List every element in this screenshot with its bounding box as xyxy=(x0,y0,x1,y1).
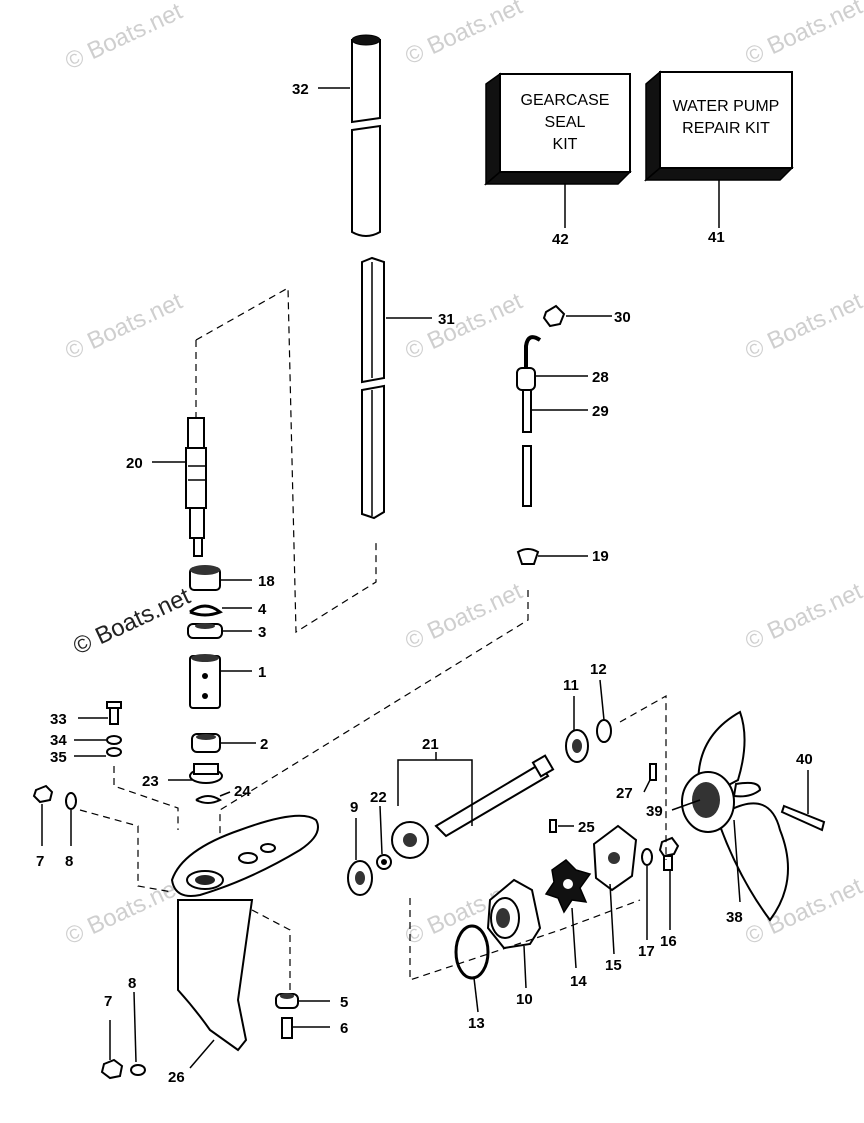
callout-21: 21 xyxy=(422,736,439,753)
callout-35: 35 xyxy=(50,749,67,766)
callout-6: 6 xyxy=(340,1020,348,1037)
watermark: © Boats.net xyxy=(401,578,527,656)
leader-lines xyxy=(41,87,809,1069)
callout-42: 42 xyxy=(552,231,569,248)
callout-29: 29 xyxy=(592,403,609,420)
waterpump-kit-line-1: WATER PUMP xyxy=(673,98,780,115)
watermark: © Boats.net xyxy=(401,0,527,70)
watermark: © Boats.net xyxy=(401,288,527,366)
part-32-tube xyxy=(351,34,381,237)
propshaft-assembly xyxy=(347,754,555,896)
callout-34: 34 xyxy=(50,732,67,749)
callout-20: 20 xyxy=(126,455,143,472)
callout-8-upper: 8 xyxy=(65,853,73,870)
part-31-driveshaft xyxy=(361,256,385,520)
callout-40: 40 xyxy=(796,751,813,768)
watermark: © Boats.net xyxy=(741,288,864,366)
callout-9: 9 xyxy=(350,799,358,816)
callout-16: 16 xyxy=(660,933,677,950)
callout-15: 15 xyxy=(605,957,622,974)
water-pump-parts xyxy=(454,819,680,980)
callout-5: 5 xyxy=(340,994,348,1011)
callout-13: 13 xyxy=(468,1015,485,1032)
watermark: © Boats.net xyxy=(61,873,187,951)
part-26-gearcase-housing xyxy=(170,814,319,1052)
small-hardware-left xyxy=(106,701,223,804)
callout-22: 22 xyxy=(370,789,387,806)
callout-11: 11 xyxy=(563,677,579,694)
callout-7-upper: 7 xyxy=(36,853,44,870)
callout-24: 24 xyxy=(234,783,251,800)
callout-33: 33 xyxy=(50,711,67,728)
bushing-stack xyxy=(187,565,223,753)
callout-31: 31 xyxy=(438,311,455,328)
callout-labels: 32 42 41 31 30 28 29 20 19 18 4 3 1 2 33… xyxy=(36,81,813,1086)
callout-17: 17 xyxy=(638,943,655,960)
callout-3: 3 xyxy=(258,624,266,641)
callout-18: 18 xyxy=(258,573,275,590)
watermark: © Boats.net xyxy=(741,0,864,70)
callout-2: 2 xyxy=(260,736,268,753)
watermark-dark: © Boats.net xyxy=(69,583,195,661)
callout-10: 10 xyxy=(516,991,533,1008)
callout-23: 23 xyxy=(142,773,159,790)
callout-4: 4 xyxy=(258,601,267,618)
dashed-guides xyxy=(79,286,667,992)
gearcase-kit-line-1: GEARCASE xyxy=(521,92,610,109)
callout-28: 28 xyxy=(592,369,609,386)
lower-hardware xyxy=(100,993,299,1080)
callout-1: 1 xyxy=(258,664,266,681)
bearing-seal-11-12 xyxy=(565,719,612,763)
part-20-shaft xyxy=(185,417,207,557)
callout-25: 25 xyxy=(578,819,595,836)
propeller xyxy=(649,710,826,922)
watermark: © Boats.net xyxy=(61,0,187,75)
callout-7-lower: 7 xyxy=(104,993,112,1010)
watermark: © Boats.net xyxy=(61,288,187,366)
callout-26: 26 xyxy=(168,1069,185,1086)
nut-washer-upper xyxy=(32,784,77,810)
callout-19: 19 xyxy=(592,548,609,565)
waterpump-kit-line-2: REPAIR KIT xyxy=(682,120,770,137)
water-tube-assembly xyxy=(516,304,566,565)
callout-39: 39 xyxy=(646,803,663,820)
callout-14: 14 xyxy=(570,973,587,990)
callout-32: 32 xyxy=(292,81,309,98)
callout-30: 30 xyxy=(614,309,631,326)
gearcase-kit-line-2: SEAL xyxy=(545,114,586,131)
callout-8-lower: 8 xyxy=(128,975,136,992)
callout-41: 41 xyxy=(708,229,725,246)
callout-38: 38 xyxy=(726,909,743,926)
callout-27: 27 xyxy=(616,785,633,802)
watermark: © Boats.net xyxy=(741,578,864,656)
gearcase-seal-kit-box: GEARCASE SEAL KIT xyxy=(483,72,632,186)
gearcase-kit-line-3: KIT xyxy=(553,136,578,153)
callout-12: 12 xyxy=(590,661,607,678)
water-pump-repair-kit-box: WATER PUMP REPAIR KIT xyxy=(643,70,794,182)
